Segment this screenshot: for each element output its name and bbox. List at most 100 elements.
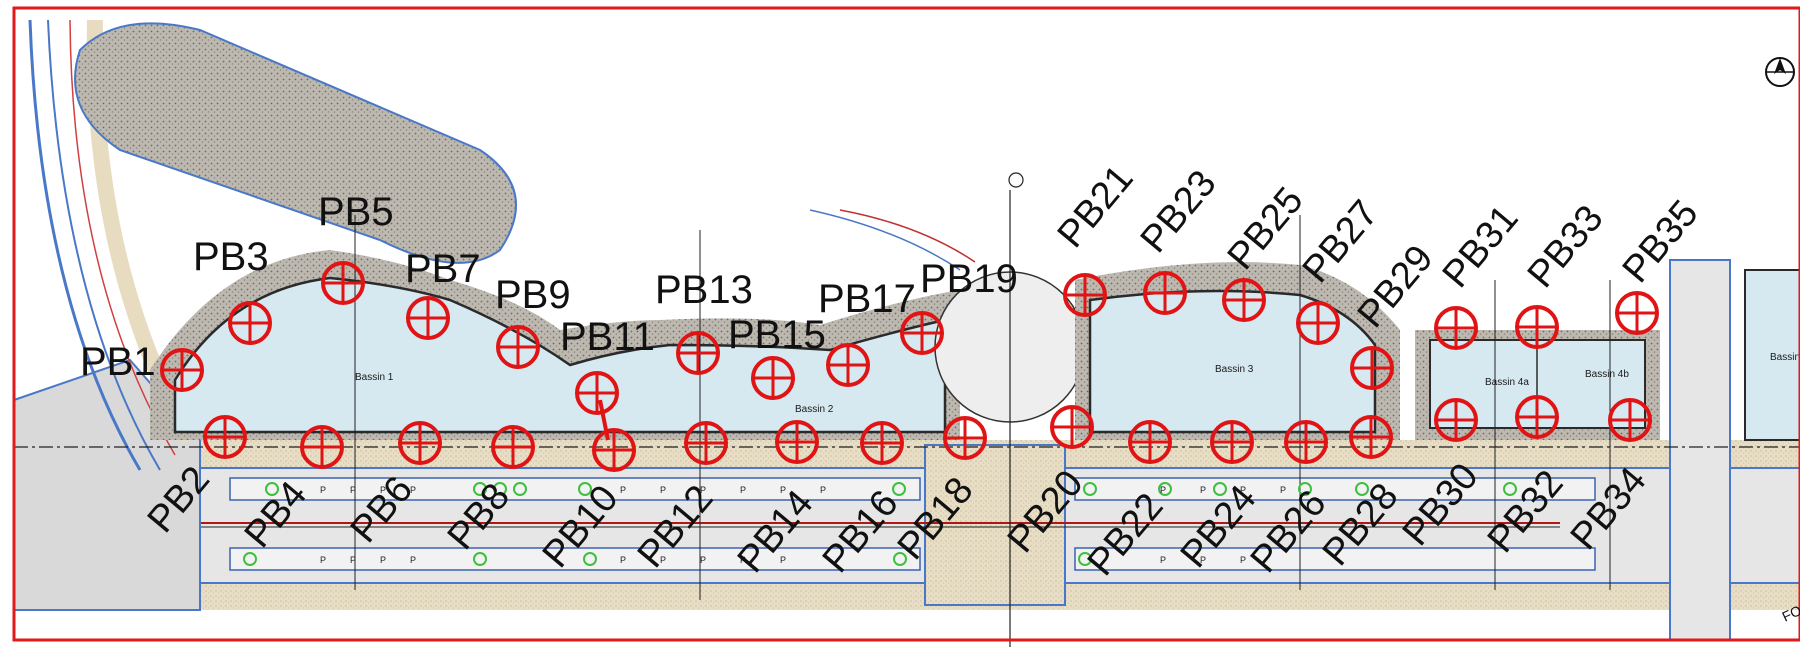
crosshair-circle-icon	[1608, 398, 1652, 442]
tree-icon	[892, 482, 906, 496]
parking-row-top-right	[1074, 477, 1596, 501]
parking-space-label: P	[410, 555, 416, 565]
basin-label: Bassin	[1770, 352, 1800, 363]
parking-space-label: P	[1240, 555, 1246, 565]
tree-icon	[1213, 482, 1227, 496]
basin-3-water	[1088, 289, 1377, 434]
parking-space-label: P	[350, 555, 356, 565]
tree-icon	[265, 482, 279, 496]
tree-icon	[1083, 482, 1097, 496]
crosshair-circle-icon	[491, 425, 535, 469]
crosshair-circle-icon	[684, 421, 728, 465]
tree-icon	[513, 482, 527, 496]
basin-label: Bassin 3	[1215, 364, 1254, 375]
crosshair-circle-icon	[398, 421, 442, 465]
crosshair-circle-icon	[321, 261, 365, 305]
crosshair-circle-icon	[676, 331, 720, 375]
tree-icon	[893, 552, 907, 566]
parking-space-label: P	[660, 555, 666, 565]
crosshair-circle-icon	[775, 420, 819, 464]
survey-point-label: PB3	[193, 235, 269, 279]
crosshair-circle-icon	[860, 421, 904, 465]
axis-marker	[1008, 172, 1024, 188]
crosshair-circle-icon	[1143, 271, 1187, 315]
parking-row-bottom-left	[229, 547, 921, 571]
parking-space-label: P	[1200, 555, 1206, 565]
tree-icon	[1355, 482, 1369, 496]
crosshair-circle-icon	[1434, 306, 1478, 350]
parking-space-label: P	[1160, 485, 1166, 495]
right-road	[1669, 259, 1731, 641]
parking-space-label: P	[740, 485, 746, 495]
survey-point-label: PB11	[560, 315, 655, 359]
basin-far-right	[1744, 269, 1800, 441]
crosshair-circle-icon	[1515, 305, 1559, 349]
tree-icon	[493, 482, 507, 496]
gravel-area	[74, 22, 517, 264]
center-plaza	[924, 444, 1066, 606]
tree-icon	[473, 482, 487, 496]
crosshair-circle-icon	[1128, 420, 1172, 464]
crosshair-circle-icon	[1615, 291, 1659, 335]
survey-point-markers	[160, 261, 1659, 472]
tree-icon	[1503, 482, 1517, 496]
parking-space-label: P	[1240, 485, 1246, 495]
parking-row-bottom-right	[1074, 547, 1596, 571]
parking-space-label: P	[1200, 485, 1206, 495]
basin-label: Bassin 1	[355, 372, 394, 383]
crosshair-circle-icon	[1434, 398, 1478, 442]
parking-space-label: P	[320, 555, 326, 565]
survey-point-label: PB17	[818, 277, 916, 321]
parking-space-label: P	[1160, 555, 1166, 565]
tree-icon	[1158, 482, 1172, 496]
parking-space-label: P	[700, 555, 706, 565]
parking-space-label: P	[1280, 485, 1286, 495]
parking-space-label: P	[620, 555, 626, 565]
survey-point-label: PB15	[728, 313, 826, 357]
parking-rows	[180, 477, 1596, 571]
tree-icon	[243, 552, 257, 566]
crosshair-circle-icon	[751, 356, 795, 400]
crosshair-circle-icon	[160, 348, 204, 392]
parking-space-label: P	[350, 485, 356, 495]
marker-connector	[598, 399, 610, 441]
crosshair-circle-icon	[1284, 420, 1328, 464]
section-lines	[354, 215, 1611, 600]
parking-space-label: P	[820, 485, 826, 495]
survey-point-label: PB9	[495, 273, 571, 317]
parking-space-label: P	[410, 485, 416, 495]
crosshair-circle-icon	[592, 428, 636, 472]
tree-icon	[1298, 482, 1312, 496]
survey-point-label: PB13	[655, 268, 753, 312]
crosshair-circle-icon	[406, 296, 450, 340]
crosshair-circle-icon	[203, 415, 247, 459]
crosshair-circle-icon	[1222, 278, 1266, 322]
parking-row-top-left	[229, 477, 921, 501]
crosshair-circle-icon	[1350, 346, 1394, 390]
crosshair-circle-icon	[826, 343, 870, 387]
basin-label: Bassin 4a	[1485, 377, 1529, 388]
crosshair-circle-icon	[1296, 301, 1340, 345]
crosshair-circle-icon	[900, 311, 944, 355]
edge-text: FO	[1780, 602, 1800, 625]
parking-space-label: P	[380, 485, 386, 495]
drawing-frame	[12, 6, 1800, 642]
crosshair-circle-icon	[1063, 273, 1107, 317]
basin-1-2-water	[173, 276, 947, 434]
north-arrow-icon	[1765, 57, 1795, 87]
basin-label: Bassin 2	[795, 404, 834, 415]
parking-space-label: P	[780, 485, 786, 495]
basin-label: Bassin 4b	[1585, 369, 1629, 380]
survey-point-label: PB1	[80, 340, 156, 384]
crosshair-circle-icon	[1349, 415, 1393, 459]
parking-space-label: P	[620, 485, 626, 495]
crosshair-circle-icon	[1050, 405, 1094, 449]
parking-space-label: P	[740, 555, 746, 565]
tree-icon	[473, 552, 487, 566]
crosshair-circle-icon	[1515, 395, 1559, 439]
tree-icon	[583, 552, 597, 566]
parking-space-label: P	[780, 555, 786, 565]
